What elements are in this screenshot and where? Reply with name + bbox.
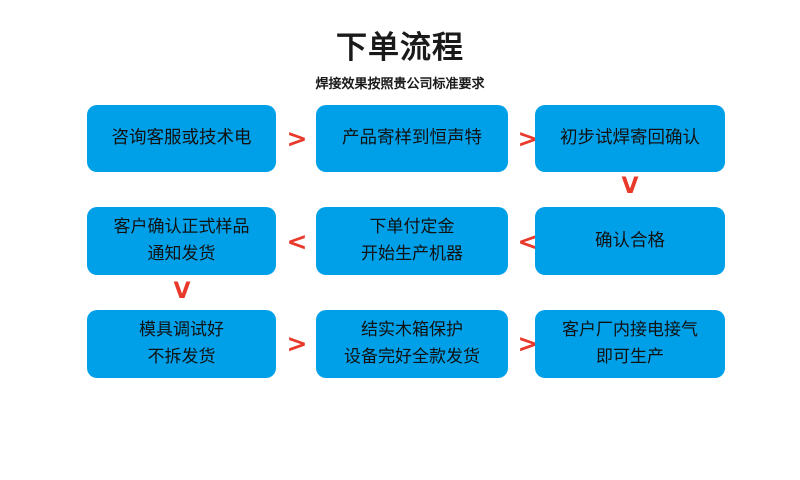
flow-node-wooden-crate-full-payment[interactable]: 结实木箱保护 设备完好全款发货	[316, 310, 508, 378]
flow-node-line: 客户厂内接电接气	[562, 320, 698, 340]
flow-node-line: 不拆发货	[147, 347, 216, 367]
arrow-right-icon: >	[286, 329, 308, 358]
page-title: 下单流程	[336, 30, 464, 66]
arrow-down-icon: V	[173, 279, 191, 304]
flow-node-mold-tuned-no-disassembly[interactable]: 模具调试好 不拆发货	[87, 310, 276, 378]
arrow-right-icon: >	[517, 124, 539, 153]
flow-node-line: 设备完好全款发货	[344, 347, 480, 367]
flow-node-confirm-qualified[interactable]: 确认合格	[535, 207, 725, 275]
flow-node-order-deposit-production[interactable]: 下单付定金 开始生产机器	[316, 207, 508, 275]
page-subtitle: 焊接效果按照贵公司标准要求	[315, 77, 485, 92]
arrow-right-icon: >	[517, 329, 539, 358]
flow-node-onsite-power-air-production[interactable]: 客户厂内接电接气 即可生产	[535, 310, 725, 378]
flow-node-line: 确认合格	[595, 230, 665, 251]
flow-node-line: 下单付定金	[369, 217, 455, 237]
flow-node-line: 产品寄样到恒声特	[342, 128, 482, 148]
arrow-left-icon: <	[286, 227, 308, 256]
flow-node-line: 开始生产机器	[361, 244, 463, 264]
flow-node-line: 咨询客服或技术电	[111, 128, 252, 148]
flow-node-line: 即可生产	[596, 347, 664, 367]
flow-node-line: 模具调试好	[139, 320, 224, 340]
flow-node-trial-weld-return[interactable]: 初步试焊寄回确认	[535, 105, 725, 172]
flow-node-consult-service[interactable]: 咨询客服或技术电	[87, 105, 276, 172]
flow-node-send-sample[interactable]: 产品寄样到恒声特	[316, 105, 508, 172]
arrow-down-icon: V	[621, 174, 639, 199]
arrow-left-icon: <	[517, 227, 539, 256]
arrow-right-icon: >	[286, 124, 308, 153]
flow-node-line: 结实木箱保护	[361, 320, 463, 340]
flow-node-line: 客户确认正式样品	[113, 217, 250, 237]
flow-node-line: 通知发货	[147, 244, 216, 264]
flow-node-line: 初步试焊寄回确认	[560, 128, 700, 148]
flow-node-customer-confirm-sample[interactable]: 客户确认正式样品 通知发货	[87, 207, 276, 275]
